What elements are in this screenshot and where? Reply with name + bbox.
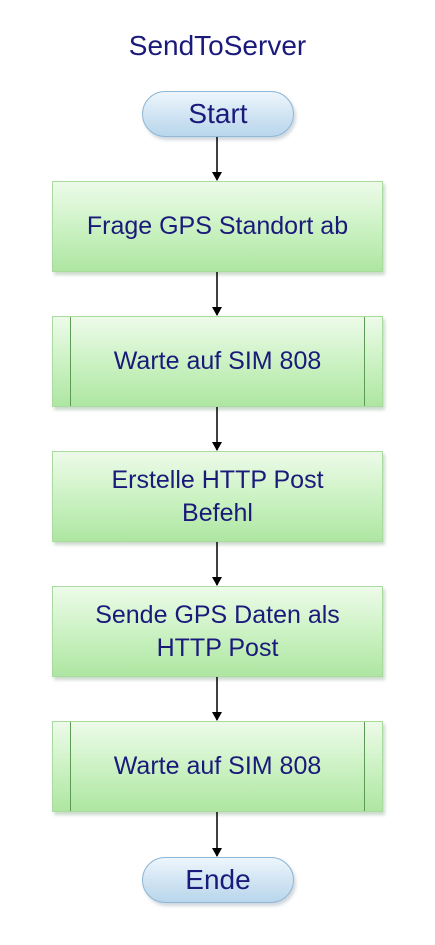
step-3-process: Erstelle HTTP Post Befehl — [52, 451, 383, 542]
step-1-label: Frage GPS Standort ab — [86, 212, 349, 240]
step-3-label: Erstelle HTTP Post Befehl — [111, 465, 324, 527]
step-2-subprocess: Warte auf SIM 808 — [52, 316, 383, 407]
end-label: Ende — [185, 864, 251, 895]
end-terminator: Ende — [142, 857, 294, 903]
diagram-title: SendToServer — [128, 30, 307, 61]
step-4-label: Sende GPS Daten als HTTP Post — [95, 600, 340, 662]
step-4-process: Sende GPS Daten als HTTP Post — [52, 586, 383, 677]
step-2-label: Warte auf SIM 808 — [113, 347, 322, 375]
step-1-process: Frage GPS Standort ab — [52, 181, 383, 272]
step-5-subprocess: Warte auf SIM 808 — [52, 721, 383, 812]
start-terminator: Start — [142, 91, 294, 137]
start-label: Start — [188, 98, 248, 129]
step-5-label: Warte auf SIM 808 — [113, 752, 322, 780]
